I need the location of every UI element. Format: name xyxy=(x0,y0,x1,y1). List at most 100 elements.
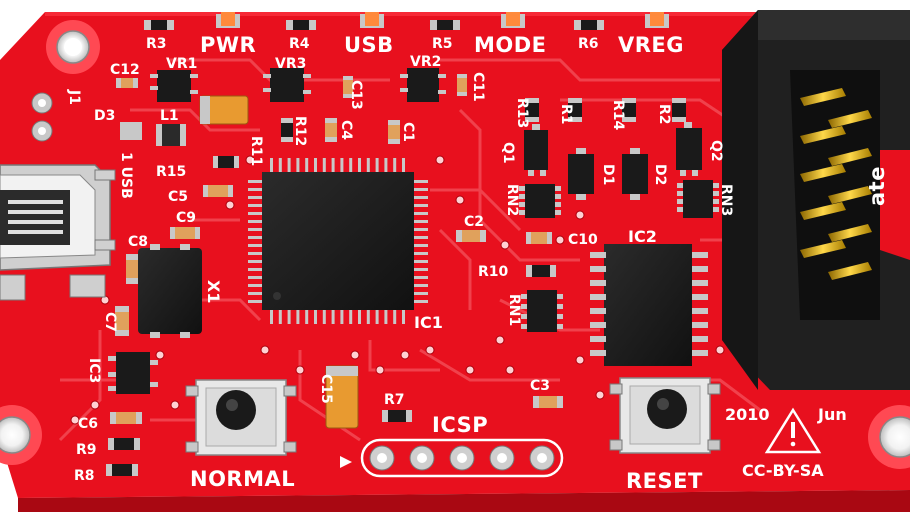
label-c13: C13 xyxy=(348,80,364,110)
header-pin xyxy=(828,148,872,166)
label-r8: R8 xyxy=(74,468,95,484)
label-vr1: VR1 xyxy=(166,56,197,72)
regulator-pins xyxy=(150,74,446,94)
label-c3: C3 xyxy=(530,378,550,394)
ic1-pin xyxy=(414,292,428,295)
ic1-pin xyxy=(414,284,428,287)
label-c9: C9 xyxy=(176,210,196,226)
label-date-month: Jun xyxy=(817,405,847,424)
ic3-chip xyxy=(108,352,158,394)
label-vreg: VREG xyxy=(618,33,684,57)
label-vr3: VR3 xyxy=(275,56,306,72)
warning-triangle-icon xyxy=(764,407,822,454)
label-q1: Q1 xyxy=(500,142,516,164)
label-ic1: IC1 xyxy=(414,313,443,332)
label-c11: C11 xyxy=(470,72,486,102)
ic2-pin xyxy=(590,322,606,328)
icsp-pad-hole xyxy=(497,453,507,463)
label-d2: D2 xyxy=(652,164,668,185)
ic1-pin xyxy=(414,276,428,279)
ic1-pin xyxy=(414,252,428,255)
normal-button[interactable] xyxy=(185,379,297,456)
ic1-pin xyxy=(305,310,309,324)
ic2-pin xyxy=(590,252,606,258)
label-c1: C1 xyxy=(400,122,416,142)
ic1-pin xyxy=(248,268,262,271)
ic1-pin xyxy=(349,158,353,172)
ic1-pin xyxy=(384,310,388,324)
ic1-pin xyxy=(287,310,291,324)
reset-button[interactable] xyxy=(609,377,721,454)
mini-usb-connector xyxy=(0,164,116,301)
label-rn1: RN1 xyxy=(506,294,522,326)
ic1-pin xyxy=(393,158,397,172)
label-r2: R2 xyxy=(656,104,672,125)
ic1-pin xyxy=(248,276,262,279)
resistor-networks xyxy=(519,180,719,332)
label-r5: R5 xyxy=(432,36,453,52)
box-header-connector xyxy=(722,10,910,390)
ic1-pin xyxy=(296,310,300,324)
ic1-pin xyxy=(248,284,262,287)
header-pin xyxy=(828,186,872,204)
ic2-pin xyxy=(590,336,606,342)
label-r12: R12 xyxy=(292,116,308,146)
ic1-pin xyxy=(414,196,428,199)
ic1-pin xyxy=(248,188,262,191)
icsp-pad-hole xyxy=(417,453,427,463)
ic2-pin xyxy=(692,322,708,328)
icsp-pad-hole xyxy=(537,453,547,463)
mounting-hole-bottom-right xyxy=(868,405,910,469)
mounting-hole-top-left xyxy=(46,20,100,74)
label-r14: R14 xyxy=(610,100,626,131)
label-r13: R13 xyxy=(514,98,530,128)
label-date-year: 2010 xyxy=(725,405,770,424)
ic2-pin xyxy=(692,266,708,272)
ic1-pin xyxy=(270,158,273,172)
ic1-pin xyxy=(375,158,379,172)
ic1-pin xyxy=(314,310,317,324)
ic1-pin xyxy=(248,260,262,263)
label-r11: R11 xyxy=(248,136,264,166)
label-c6: C6 xyxy=(78,416,98,432)
ic1-pin xyxy=(414,204,428,207)
label-ic3: IC3 xyxy=(86,358,102,383)
ic2-pin xyxy=(590,350,606,356)
label-r10: R10 xyxy=(478,264,509,280)
label-r7: R7 xyxy=(384,392,405,408)
ic1-pin xyxy=(414,236,428,239)
ic2-pin xyxy=(692,308,708,314)
label-reset: RESET xyxy=(626,469,703,493)
silkscreen-labels: PWR USB MODE VREG R3 R4 R5 R6 C12 VR1 VR… xyxy=(66,33,889,493)
label-q2: Q2 xyxy=(708,140,724,162)
ic2-pin xyxy=(692,336,708,342)
label-vr2: VR2 xyxy=(410,54,441,70)
header-pin xyxy=(828,262,872,280)
ic1-pin xyxy=(248,220,262,223)
ic1-pin xyxy=(305,158,309,172)
label-license: CC-BY-SA xyxy=(742,461,824,480)
ic1-pin xyxy=(340,158,344,172)
voltage-regulators xyxy=(157,68,439,102)
ic1-pin xyxy=(414,220,428,223)
ic2-pin xyxy=(692,280,708,286)
icsp-pad-hole xyxy=(457,453,467,463)
ic2-pin xyxy=(692,350,708,356)
led-row xyxy=(144,12,669,30)
label-c15: C15 xyxy=(318,374,334,404)
ic1-main-chip xyxy=(248,158,428,324)
ic1-pin xyxy=(248,180,262,183)
label-r9: R9 xyxy=(76,442,97,458)
ic1-pin xyxy=(278,158,282,172)
crystal-x1 xyxy=(138,244,202,338)
ic1-pin xyxy=(414,180,428,183)
ic1-pin xyxy=(248,292,262,295)
ic1-pin xyxy=(248,236,262,239)
label-ic2: IC2 xyxy=(628,227,657,246)
ic2-pin xyxy=(590,308,606,314)
label-edge-text: ate xyxy=(865,166,889,206)
header-pin xyxy=(828,224,872,242)
label-usb: USB xyxy=(344,33,394,57)
ic1-pin xyxy=(278,310,282,324)
